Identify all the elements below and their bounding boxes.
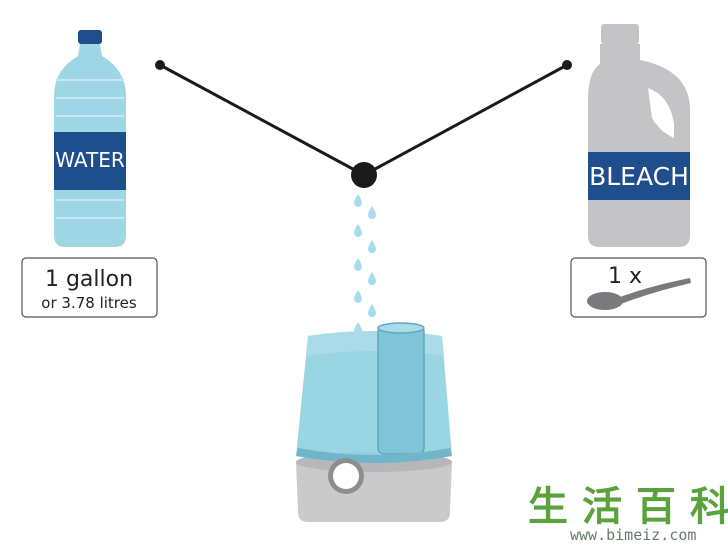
- water-drop-icon: [354, 290, 362, 303]
- watermark-url: www.bimeiz.com: [570, 526, 696, 544]
- spoon-icon: [587, 278, 691, 310]
- bleach-jug-icon: BLEACH: [588, 24, 690, 247]
- water-label-text: WATER: [55, 148, 125, 172]
- bleach-label-text: BLEACH: [589, 162, 689, 191]
- water-drop-icon: [354, 224, 362, 237]
- water-bottle-label: [54, 132, 126, 190]
- water-drop-icon: [368, 206, 376, 219]
- right-connector-line: [363, 63, 568, 177]
- watermark-text: 生活百科: [528, 484, 728, 530]
- connector-lines: [155, 60, 572, 188]
- bleach-jug-label: [588, 152, 690, 200]
- water-bottle-cap: [78, 30, 102, 44]
- bleach-jug-cap: [601, 24, 639, 44]
- junction-dot: [351, 162, 377, 188]
- right-connector-dot: [562, 60, 572, 70]
- water-bottle-ridges: [56, 79, 124, 219]
- water-drops: [354, 194, 376, 335]
- watermark: 生活百科 www.bimeiz.com: [528, 484, 728, 544]
- water-drop-icon: [368, 272, 376, 285]
- bleach-amount-box: 1 x: [570, 257, 707, 318]
- water-drop-icon: [368, 304, 376, 317]
- water-amount-alt: or 3.78 litres: [41, 294, 137, 312]
- left-connector-dot: [155, 60, 165, 70]
- water-drop-icon: [368, 240, 376, 253]
- water-drop-icon: [354, 194, 362, 207]
- humidifier-tube: [377, 325, 425, 455]
- humidifier-icon: [296, 322, 452, 522]
- left-connector-line: [159, 63, 365, 177]
- bleach-jug-handle: [648, 88, 674, 138]
- water-amount: 1 gallon: [45, 267, 133, 292]
- bleach-jug-body: [588, 44, 690, 247]
- water-bottle-icon: WATER: [54, 30, 126, 247]
- water-amount-box: 1 gallon or 3.78 litres: [21, 257, 158, 318]
- bleach-amount: 1 x: [608, 264, 642, 289]
- water-drop-icon: [354, 258, 362, 271]
